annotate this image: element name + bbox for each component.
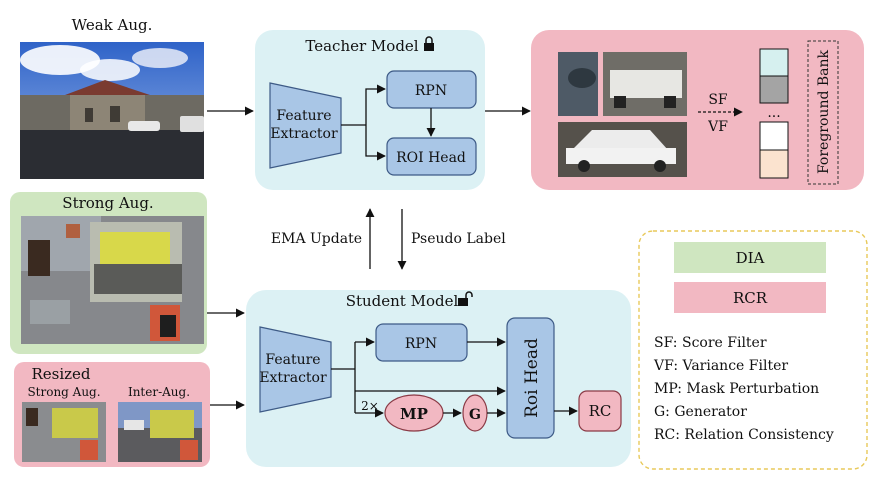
teacher-feature-extractor (269, 82, 342, 169)
teacher-feature-extractor-line1: Feature (276, 108, 331, 124)
arrow-teacher-fe-to-rpn (365, 84, 386, 125)
strong-aug-image (21, 216, 204, 344)
legend-item-mp: MP: Mask Perturbation (654, 381, 819, 397)
resized-inter-aug-label: Inter-Aug. (128, 385, 190, 399)
student-roi-head-label: Roi Head (522, 338, 542, 418)
bank-ellipsis: ... (767, 105, 780, 121)
teacher-roi-head-block (386, 137, 477, 176)
student-feature-extractor-line2: Extractor (259, 370, 327, 386)
legend-rcr-swatch (674, 282, 826, 313)
pseudo-label-label: Pseudo Label (411, 231, 506, 247)
legend-item-vf: VF: Variance Filter (653, 358, 788, 374)
arrow-teacher-fe-to-roi (365, 125, 386, 161)
student-feature-extractor (259, 326, 332, 413)
student-feature-extractor-line1: Feature (265, 352, 320, 368)
resized-strong-aug-image (22, 402, 106, 462)
resized-title: Resized (31, 365, 90, 383)
foreground-bank-label: Foreground Bank (816, 49, 832, 174)
student-model-title: Student Model (346, 292, 459, 310)
vf-label: VF (707, 119, 728, 135)
teacher-roi-head-label: ROI Head (396, 150, 466, 166)
legend-item-sf: SF: Score Filter (654, 335, 767, 351)
ema-update-label: EMA Update (271, 231, 362, 247)
bank-slot-teal (759, 48, 789, 77)
teacher-rpn-label: RPN (415, 83, 447, 99)
student-roi-head-block (506, 317, 555, 439)
crop-truck-partial (558, 52, 598, 116)
crop-truck (603, 52, 687, 116)
weak-aug-title: Weak Aug. (72, 16, 153, 34)
legend-item-g: G: Generator (654, 404, 747, 420)
g-label: G (469, 407, 481, 423)
multiplier-label: 2× (361, 399, 379, 413)
legend-dia-label: DIA (736, 249, 765, 267)
sf-label: SF (708, 92, 728, 108)
legend-item-rc: RC: Relation Consistency (654, 427, 834, 443)
weak-aug-image (20, 42, 204, 179)
bank-slot-peach (759, 149, 789, 179)
student-lock-icon (458, 291, 473, 306)
foreground-bank-box (807, 40, 839, 185)
bank-slot-white (759, 121, 789, 151)
strong-aug-title: Strong Aug. (62, 194, 153, 212)
teacher-lock-icon (424, 36, 434, 51)
rc-block (578, 390, 622, 432)
resized-inter-aug-image (118, 402, 202, 462)
legend-rcr-label: RCR (733, 289, 768, 307)
legend-dia-swatch (674, 242, 826, 273)
teacher-feature-extractor-line2: Extractor (270, 126, 338, 142)
rc-label: RC (589, 402, 612, 420)
bank-slot-grey (759, 75, 789, 104)
student-rpn-label: RPN (405, 336, 437, 352)
mp-label: MP (400, 405, 428, 423)
crop-car (558, 122, 687, 177)
teacher-model-title: Teacher Model (305, 37, 418, 55)
resized-strong-aug-label: Strong Aug. (27, 385, 100, 399)
